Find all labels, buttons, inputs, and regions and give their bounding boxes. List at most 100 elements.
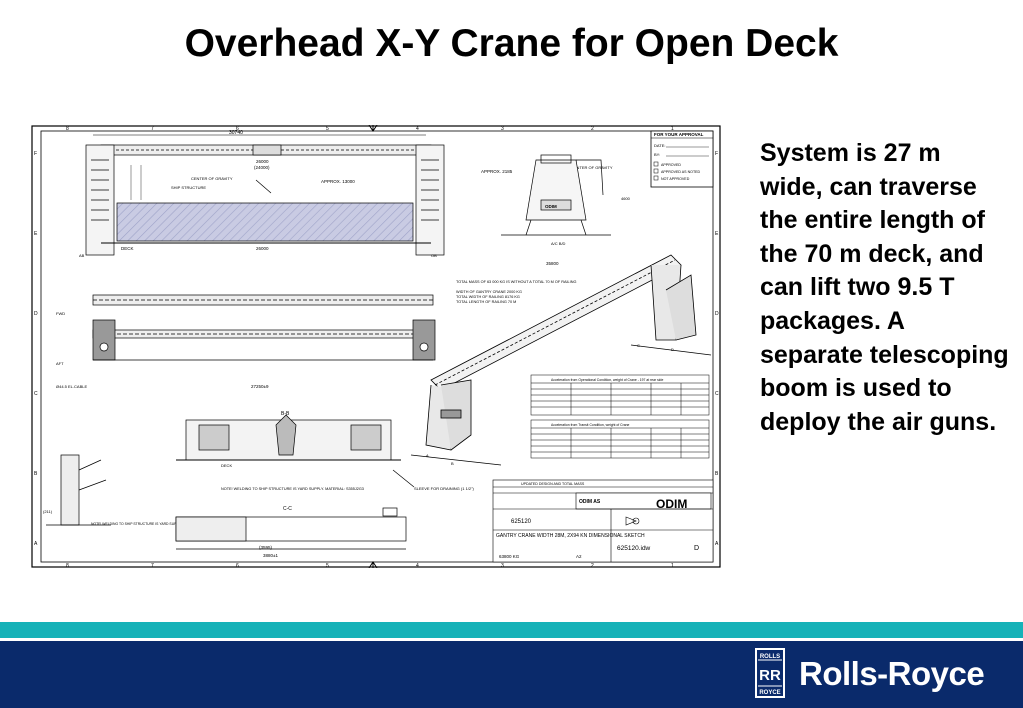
svg-text:(211): (211) xyxy=(43,509,53,514)
svg-text:NOTE! WELDING TO SHIP STRUCTUR: NOTE! WELDING TO SHIP STRUCTURE IS YARD … xyxy=(221,487,364,491)
svg-text:E: E xyxy=(34,231,38,237)
svg-text:(24000): (24000) xyxy=(254,165,270,170)
slide-body-text: System is 27 m wide, can traverse the en… xyxy=(760,139,1009,436)
svg-text:C: C xyxy=(637,343,640,348)
svg-text:30740: 30740 xyxy=(229,130,243,136)
svg-text:FOR YOUR APPROVAL: FOR YOUR APPROVAL xyxy=(654,132,704,137)
svg-text:B: B xyxy=(34,471,38,477)
perspective-view: A B C D xyxy=(410,254,712,466)
rolls-royce-logo-text: Rolls-Royce xyxy=(799,655,985,692)
svg-text:8: 8 xyxy=(66,126,69,132)
svg-text:AFT: AFT xyxy=(56,361,64,366)
svg-text:B-B: B-B xyxy=(281,411,290,417)
svg-text:Acceleration from Transit Cond: Acceleration from Transit Condition, wei… xyxy=(551,423,630,427)
svg-text:TOTAL MASS OF 63 000 KG IS WIT: TOTAL MASS OF 63 000 KG IS WITHOUT A TOT… xyxy=(456,280,576,284)
footer-white-stripe xyxy=(0,638,1023,641)
svg-text:APPROX. 13000: APPROX. 13000 xyxy=(321,179,355,184)
svg-text:A: A xyxy=(426,453,429,458)
svg-text:3: 3 xyxy=(501,126,504,132)
svg-text:625120.idw: 625120.idw xyxy=(617,545,651,552)
svg-text:WIDTH OF GANTRY CRANE 200: WIDTH OF GANTRY CRANE 2000 KG xyxy=(456,290,522,294)
svg-text:26000: 26000 xyxy=(256,246,269,251)
svg-text:BY:: BY: xyxy=(654,152,660,157)
svg-text:4: 4 xyxy=(416,126,419,132)
svg-text:SLEEVE FOR DRAINING (1 1/2"): SLEEVE FOR DRAINING (1 1/2") xyxy=(414,486,475,491)
front-elevation-view: 30740 26000 (24000) CENTER OF GRAVITY SH… xyxy=(79,130,445,258)
svg-text:A/C B/D: A/C B/D xyxy=(551,241,566,246)
svg-text:2: 2 xyxy=(591,126,594,132)
svg-text:CENTER OF GRAVITY: CENTER OF GRAVITY xyxy=(571,165,613,170)
svg-text:D: D xyxy=(694,545,699,552)
svg-text:625120: 625120 xyxy=(511,519,532,525)
svg-text:A: A xyxy=(34,541,38,547)
svg-text:NOT APPROVED: NOT APPROVED xyxy=(661,177,690,181)
detail-a-view: (211) NOTE! WELDING TO SHIP STRUCTURE IS… xyxy=(43,454,219,526)
svg-text:27250±9: 27250±9 xyxy=(251,384,269,389)
svg-text:Ø44.5 EL.CABLE: Ø44.5 EL.CABLE xyxy=(56,384,87,389)
plan-view: Ø44.5 EL.CABLE 27250±9 FWD AFT xyxy=(56,294,436,389)
side-elevation-view: APPROX. 2185 CENTER OF GRAVITY ODIM A/C … xyxy=(481,154,631,266)
svg-text:7: 7 xyxy=(151,563,154,568)
svg-text:UPDATED DESIGN AND TOTAL MASS: UPDATED DESIGN AND TOTAL MASS xyxy=(521,482,585,486)
footer-band xyxy=(0,641,1023,708)
svg-text:APPROVED AS NOTED: APPROVED AS NOTED xyxy=(661,170,701,174)
svg-text:Acceleration from Operational: Acceleration from Operational Condition,… xyxy=(551,378,663,382)
svg-text:5: 5 xyxy=(326,126,329,132)
svg-text:ODIM: ODIM xyxy=(545,204,557,209)
svg-text:DECK: DECK xyxy=(221,463,232,468)
svg-text:4600: 4600 xyxy=(621,196,631,201)
mass-note: TOTAL MASS OF 63 000 KG IS WITHOUT A TOT… xyxy=(456,280,576,304)
acceleration-table-2: Acceleration from Transit Condition, wei… xyxy=(530,419,710,459)
acceleration-table-1: Acceleration from Operational Condition,… xyxy=(530,374,710,416)
svg-text:C: C xyxy=(715,391,719,397)
svg-text:ODIM: ODIM xyxy=(656,497,687,511)
svg-text:NOTE! WELDING TO SHIP STRUCTUR: NOTE! WELDING TO SHIP STRUCTURE IS YARD … xyxy=(91,522,219,526)
svg-text:APPROX. 2185: APPROX. 2185 xyxy=(481,169,513,174)
section-cc-view: C-C (3595) 3880±1 xyxy=(175,506,407,558)
title-block: UPDATED DESIGN AND TOTAL MASS ODIM AS OD… xyxy=(492,479,714,563)
svg-text:F: F xyxy=(34,151,37,157)
svg-text:1: 1 xyxy=(671,126,674,132)
svg-text:AB: AB xyxy=(79,253,85,258)
svg-text:2: 2 xyxy=(591,563,594,568)
svg-text:FWD: FWD xyxy=(56,311,65,316)
svg-text:1: 1 xyxy=(671,563,674,568)
center-arrow-bottom xyxy=(368,561,378,568)
svg-text:F: F xyxy=(715,151,718,157)
svg-text:DATE:: DATE: xyxy=(654,143,665,148)
svg-text:C-C: C-C xyxy=(283,506,292,512)
svg-text:6: 6 xyxy=(236,563,239,568)
svg-text:4: 4 xyxy=(416,563,419,568)
svg-text:B: B xyxy=(451,461,454,466)
svg-text:D: D xyxy=(34,311,38,317)
rolls-royce-badge-icon: ROLLS RR ROYCE xyxy=(755,648,785,698)
svg-text:5: 5 xyxy=(326,563,329,568)
svg-text:(3595): (3595) xyxy=(259,545,273,550)
svg-text:ROLLS: ROLLS xyxy=(760,654,780,660)
svg-text:A2: A2 xyxy=(576,554,582,559)
center-arrow-top xyxy=(368,125,378,132)
svg-text:ODIM AS: ODIM AS xyxy=(579,499,601,505)
svg-text:B: B xyxy=(715,471,719,477)
svg-text:C: C xyxy=(34,391,38,397)
svg-text:DECK: DECK xyxy=(121,246,134,251)
svg-text:26000: 26000 xyxy=(256,159,269,164)
svg-text:CENTER OF GRAVITY: CENTER OF GRAVITY xyxy=(191,176,233,181)
svg-text:3: 3 xyxy=(501,563,504,568)
svg-text:6: 6 xyxy=(236,126,239,132)
approval-box: FOR YOUR APPROVAL DATE: BY: APPROVED APP… xyxy=(650,130,714,188)
svg-text:OB: OB xyxy=(431,253,437,258)
svg-text:D: D xyxy=(671,347,674,352)
svg-text:35800: 35800 xyxy=(546,261,559,266)
svg-text:3880±1: 3880±1 xyxy=(263,553,278,558)
svg-text:A: A xyxy=(715,541,719,547)
svg-text:8: 8 xyxy=(66,563,69,568)
svg-text:63800 KG: 63800 KG xyxy=(499,554,520,559)
svg-text:RR: RR xyxy=(759,667,781,684)
svg-text:SHIP STRUCTURE: SHIP STRUCTURE xyxy=(171,185,206,190)
svg-text:GANTRY CRANE WIDTH 28M, 2X94 K: GANTRY CRANE WIDTH 28M, 2X94 KN DIMENSIO… xyxy=(496,533,645,539)
svg-text:TOTAL LENGTH OF RAILING: TOTAL LENGTH OF RAILING 70 M xyxy=(456,300,516,304)
footer-teal-stripe xyxy=(0,622,1023,638)
slide-title: Overhead X-Y Crane for Open Deck xyxy=(184,22,839,65)
